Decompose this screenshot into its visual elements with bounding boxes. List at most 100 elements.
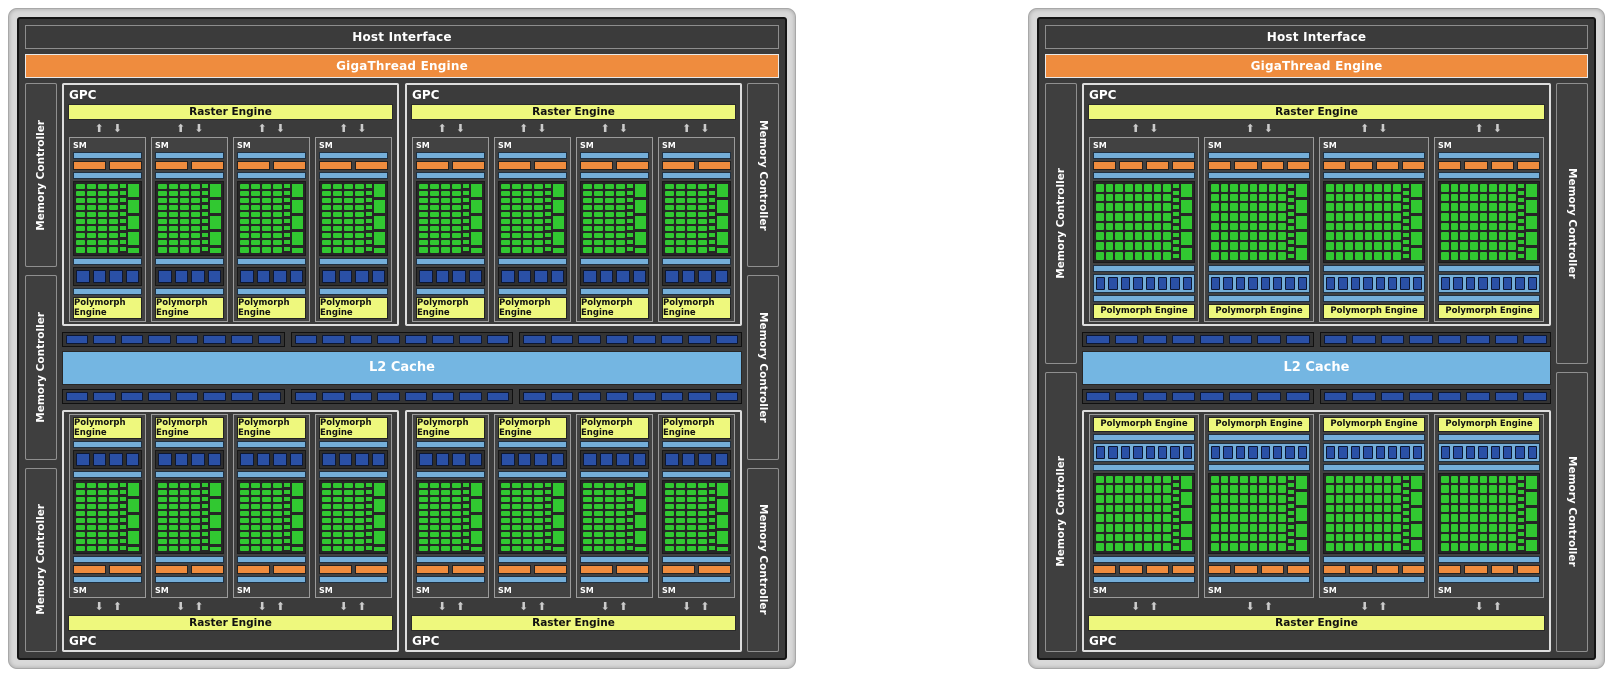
interconnect-block (66, 334, 89, 344)
interconnect-block (578, 391, 601, 401)
cuda-core (1230, 213, 1238, 221)
core-grid (583, 482, 625, 551)
cuda-core (1239, 494, 1248, 503)
gpc-label: GPC (1089, 87, 1117, 102)
ldst-unit-row (237, 449, 306, 469)
cuda-core (322, 191, 331, 197)
down-arrow-icon: ⬇ (176, 600, 186, 613)
down-arrow-icon: ⬇ (339, 600, 349, 613)
interconnect-block (1285, 334, 1310, 344)
cuda-core (594, 219, 603, 225)
cuda-core (1441, 543, 1449, 551)
cuda-core (1134, 203, 1143, 212)
cuda-core (158, 531, 167, 537)
instruction-cache-bar (498, 257, 567, 265)
cuda-core (322, 489, 331, 495)
cuda-core (1364, 232, 1373, 241)
cuda-core (1134, 543, 1143, 551)
cuda-core (1211, 533, 1219, 542)
cuda-core (452, 489, 461, 495)
cuda-core (1479, 213, 1488, 221)
cuda-core (158, 212, 167, 218)
cuda-core (1469, 193, 1478, 202)
cuda-core (419, 510, 428, 516)
cuda-core (676, 219, 685, 225)
cuda-core (109, 205, 118, 211)
cuda-core (240, 524, 249, 530)
instruction-cache-bar (237, 287, 306, 295)
warp-scheduler-segment (1516, 161, 1540, 170)
cuda-core (1259, 523, 1267, 532)
cuda-core (1220, 222, 1229, 231)
arrow-pair: ⬇⬆ (1319, 600, 1429, 613)
cuda-core (262, 517, 271, 523)
cuda-core (523, 531, 532, 537)
warp-scheduler-segment (155, 565, 188, 574)
warp-scheduler-segment (616, 565, 649, 574)
memory-controller: Memory Controller (747, 83, 779, 268)
cuda-core (333, 205, 342, 211)
cuda-core (1450, 543, 1459, 551)
cuda-core (169, 219, 178, 225)
ldst-unit (338, 269, 352, 283)
ldst-unit-row (498, 266, 567, 286)
core-grid (665, 482, 707, 551)
cuda-core (1374, 533, 1382, 542)
up-arrow-icon: ⬆ (437, 122, 447, 135)
cuda-core (1259, 543, 1267, 551)
cuda-core (1383, 485, 1392, 493)
sm-label: SM (1438, 585, 1452, 595)
polymorph-engine-bar: Polymorph Engine (498, 296, 567, 319)
l2-cache-band: L2 Cache (1082, 331, 1551, 404)
cuda-core (1096, 203, 1104, 212)
cuda-core (191, 496, 200, 502)
cuda-core (1326, 251, 1334, 260)
cuda-core (430, 184, 439, 190)
cuda-core (441, 198, 450, 204)
raster-sm-arrows-row: ⬇⬆⬇⬆⬇⬆⬇⬆ (1088, 600, 1545, 613)
cuda-core (76, 226, 85, 232)
cuda-core (1134, 242, 1143, 250)
polymorph-engine-bar: Polymorph Engine (237, 296, 306, 319)
cuda-core (605, 545, 614, 551)
cuda-core (1450, 213, 1459, 221)
warp-scheduler-row (155, 565, 224, 574)
cuda-core (158, 219, 167, 225)
instruction-cache-bar (73, 470, 142, 478)
cuda-core (1144, 523, 1152, 532)
cuda-core (1383, 242, 1392, 250)
interconnect-group (1082, 388, 1314, 404)
cuda-core (98, 226, 107, 232)
cuda-core (441, 205, 450, 211)
cuda-core (251, 517, 260, 523)
cuda-core (87, 496, 96, 502)
cuda-core (1144, 485, 1152, 493)
load-store-unit-column (1173, 475, 1179, 551)
cuda-core (452, 198, 461, 204)
interconnect-block (203, 391, 226, 401)
cuda-core (1124, 242, 1133, 250)
warp-scheduler-segment (273, 565, 306, 574)
cuda-core (512, 517, 521, 523)
cuda-core (1460, 504, 1468, 513)
cuda-core (333, 247, 342, 253)
up-arrow-icon: ⬆ (1378, 600, 1388, 613)
cuda-core (1469, 232, 1478, 241)
instruction-cache-bar (662, 257, 731, 265)
instruction-cache-bar (1438, 556, 1540, 563)
ldst-unit (1387, 445, 1398, 459)
up-arrow-icon: ⬆ (618, 600, 628, 613)
up-arrow-icon: ⬆ (357, 600, 367, 613)
warp-scheduler-segment (1260, 565, 1284, 574)
cuda-core (1479, 251, 1488, 260)
cuda-core (1096, 222, 1104, 231)
polymorph-engine-bar: Polymorph Engine (416, 296, 485, 319)
ldst-unit (191, 269, 205, 283)
cuda-core (1249, 203, 1258, 212)
cuda-core (534, 198, 543, 204)
interconnect-block (1200, 334, 1224, 344)
